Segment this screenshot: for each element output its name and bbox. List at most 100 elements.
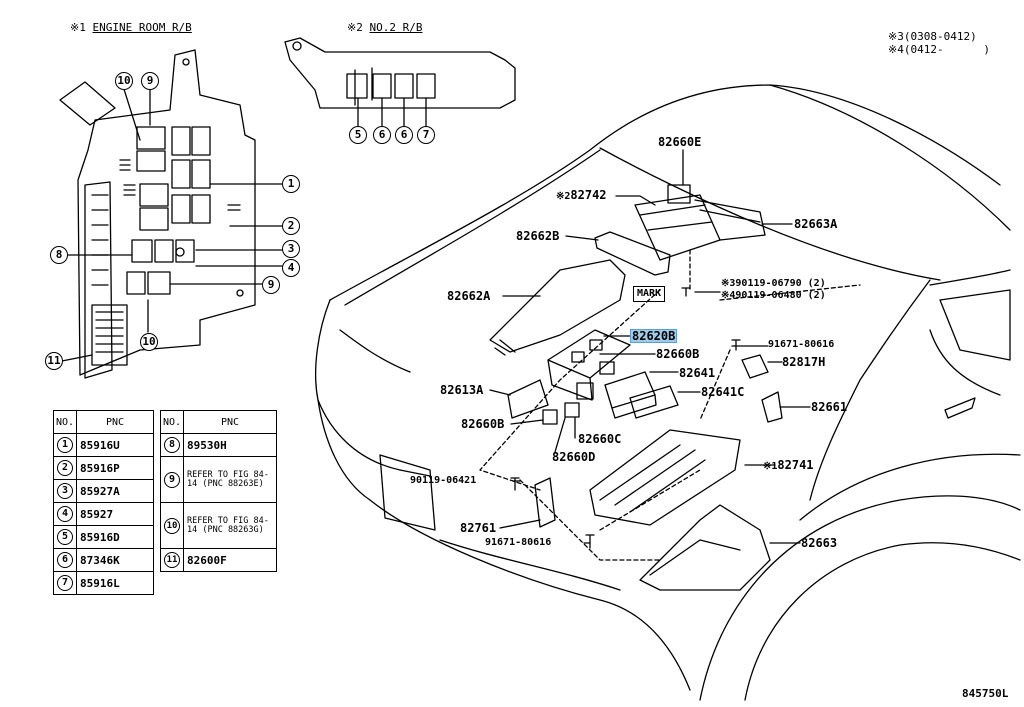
dashed-guides [479,249,861,561]
part-90119-06480[interactable]: ※490119-06480 (2) [721,291,826,301]
part-82741[interactable]: ※182741 [763,459,814,472]
row-pnc: 85927A [76,479,154,503]
legend-item-4: ※4(0412- ) [888,44,990,55]
part-82620B[interactable]: 82620B [629,329,678,343]
legend-mark: ※3 [888,30,904,43]
row-pnc: REFER TO FIG 84-14 (PNC 88263E) [183,456,277,503]
mark-box: MARK [633,286,666,302]
row-pnc: 82600F [183,548,277,572]
part-82641[interactable]: 82641 [679,366,716,380]
row-pnc: 85916P [76,456,154,480]
part-shapes [489,184,783,591]
callout-10b[interactable]: 10 [140,333,158,351]
part-82660D[interactable]: 82660D [552,450,596,464]
part-82661[interactable]: 82661 [811,400,848,414]
inset-title-text: NO.2 R/B [369,21,423,34]
part-number: 82741 [777,458,814,472]
part-82761[interactable]: 82761 [460,521,497,535]
no2-rb-drawing [284,37,516,127]
row-number: 7 [57,575,73,591]
part-mark: ※2 [556,191,571,202]
callout-6b[interactable]: 6 [395,126,413,144]
legend-text: (0412- ) [903,43,990,56]
callout-1[interactable]: 1 [282,175,300,193]
row-number: 3 [57,483,73,499]
row-pnc: 87346K [76,548,154,572]
part-number: 90119-06790 (2) [735,278,826,289]
leader-lines [489,149,811,544]
row-number: 1 [57,437,73,453]
callout-7[interactable]: 7 [417,126,435,144]
part-mark: ※1 [763,461,778,472]
part-90119-06790[interactable]: ※390119-06790 (2) [721,279,826,289]
part-91671-80616-bottom[interactable]: 91671-80616 [485,537,552,548]
legend-text: (0308-0412) [903,30,977,43]
row-number: 11 [164,552,180,568]
table-header-row: NO. PNC [160,410,277,434]
part-82660B-left[interactable]: 82660B [461,417,505,431]
row-pnc: 89530H [183,433,277,457]
part-91671-80616-top[interactable]: 91671-80616 [768,339,835,350]
part-82662B[interactable]: 82662B [516,229,560,243]
part-82641C[interactable]: 82641C [701,385,745,399]
legend-item-3: ※3(0308-0412) [888,31,977,42]
row-number: 6 [57,552,73,568]
part-82742[interactable]: ※282742 [556,189,607,202]
callout-2[interactable]: 2 [282,217,300,235]
part-82613A[interactable]: 82613A [440,383,484,397]
header-pnc: PNC [183,410,277,434]
callout-9[interactable]: 9 [141,72,159,90]
engine-room-rb-drawing [59,49,283,379]
row-number: 10 [164,517,180,534]
row-number: 8 [164,437,180,453]
header-no: NO. [160,410,184,434]
part-82660C[interactable]: 82660C [578,432,622,446]
part-82817H[interactable]: 82817H [782,355,826,369]
legend-mark: ※4 [888,43,904,56]
row-pnc: 85916U [76,433,154,457]
table-header-row: NO. PNC [53,410,154,434]
row-number: 9 [164,471,180,488]
callout-10[interactable]: 10 [115,72,133,90]
row-pnc: 85916D [76,525,154,549]
part-82662A[interactable]: 82662A [447,289,491,303]
part-90119-06421[interactable]: 90119-06421 [410,475,477,486]
part-82660B-right[interactable]: 82660B [656,347,700,361]
inset-engine-room-title: ※1 ENGINE ROOM R/B [70,22,192,33]
callout-11[interactable]: 11 [45,352,63,370]
callout-4[interactable]: 4 [282,259,300,277]
part-82660E[interactable]: 82660E [658,135,702,149]
callout-9b[interactable]: 9 [262,276,280,294]
part-82663A[interactable]: 82663A [794,217,838,231]
part-number: 90119-06480 (2) [735,290,826,301]
callout-8[interactable]: 8 [50,246,68,264]
part-82663[interactable]: 82663 [801,536,838,550]
callout-6[interactable]: 6 [373,126,391,144]
row-number: 5 [57,529,73,545]
car-body-outline [314,84,1021,701]
callout-5[interactable]: 5 [349,126,367,144]
part-mark: ※4 [721,290,736,301]
callout-3[interactable]: 3 [282,240,300,258]
inset-no2-title: ※2 NO.2 R/B [347,22,422,33]
inset-mark: ※1 [70,21,86,34]
row-number: 2 [57,460,73,476]
row-pnc: 85916L [76,571,154,595]
inset-mark: ※2 [347,21,363,34]
row-number: 4 [57,506,73,522]
